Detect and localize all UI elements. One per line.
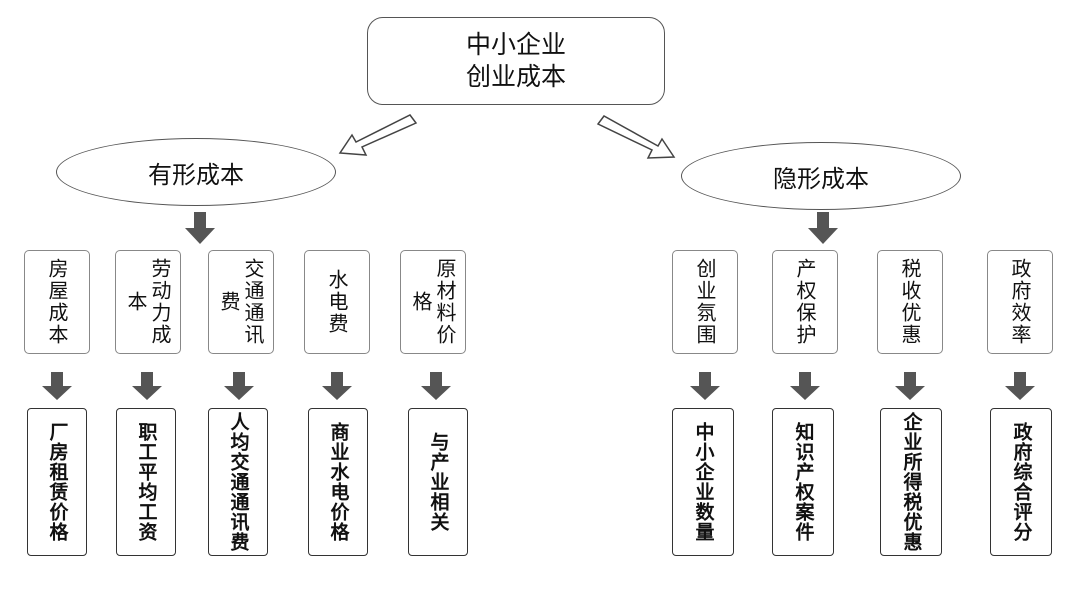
indicator-intangible-2: 知识产权案件	[772, 408, 834, 556]
indicator-tangible-5: 与产业相关	[408, 408, 468, 556]
down-arrow-factor-2	[132, 372, 162, 400]
factor-intangible-3: 税收优惠	[877, 250, 943, 354]
root-line-2: 创业成本	[465, 62, 566, 91]
factor-intangible-2: 产权保护	[772, 250, 838, 354]
down-arrow-factor-8	[895, 372, 925, 400]
category-intangible: 隐形成本	[681, 142, 961, 210]
category-intangible-label: 隐形成本	[773, 164, 869, 193]
indicator-tangible-4: 商业水电价格	[308, 408, 368, 556]
factor-tangible-2: 劳动力成本	[115, 250, 181, 354]
down-arrow-tangible	[185, 212, 215, 244]
factor-tangible-5: 原材料价格	[400, 250, 466, 354]
indicator-tangible-3: 人均交通通讯费	[208, 408, 268, 556]
down-arrow-factor-7	[790, 372, 820, 400]
factor-intangible-1: 创业氛围	[672, 250, 738, 354]
down-arrow-factor-3	[224, 372, 254, 400]
factor-tangible-3: 交通通讯费	[208, 250, 274, 354]
down-arrow-factor-5	[421, 372, 451, 400]
down-arrow-factor-9	[1005, 372, 1035, 400]
factor-tangible-1: 房屋成本	[24, 250, 90, 354]
indicator-tangible-1: 厂房租赁价格	[27, 408, 87, 556]
indicator-intangible-3: 企业所得税优惠	[880, 408, 942, 556]
indicator-tangible-2: 职工平均工资	[116, 408, 176, 556]
indicator-intangible-1: 中小企业数量	[672, 408, 734, 556]
down-arrow-factor-4	[322, 372, 352, 400]
factor-intangible-4: 政府效率	[987, 250, 1053, 354]
category-tangible-label: 有形成本	[148, 160, 244, 189]
down-arrow-factor-1	[42, 372, 72, 400]
indicator-intangible-4: 政府综合评分	[990, 408, 1052, 556]
hollow-arrow-right	[596, 115, 676, 159]
hollow-arrow-left	[338, 114, 418, 156]
root-line-1: 中小企业	[465, 30, 566, 59]
root-node: 中小企业 创业成本	[367, 17, 665, 105]
down-arrow-intangible	[808, 212, 838, 244]
category-tangible: 有形成本	[56, 138, 336, 206]
down-arrow-factor-6	[690, 372, 720, 400]
factor-tangible-4: 水电费	[304, 250, 370, 354]
